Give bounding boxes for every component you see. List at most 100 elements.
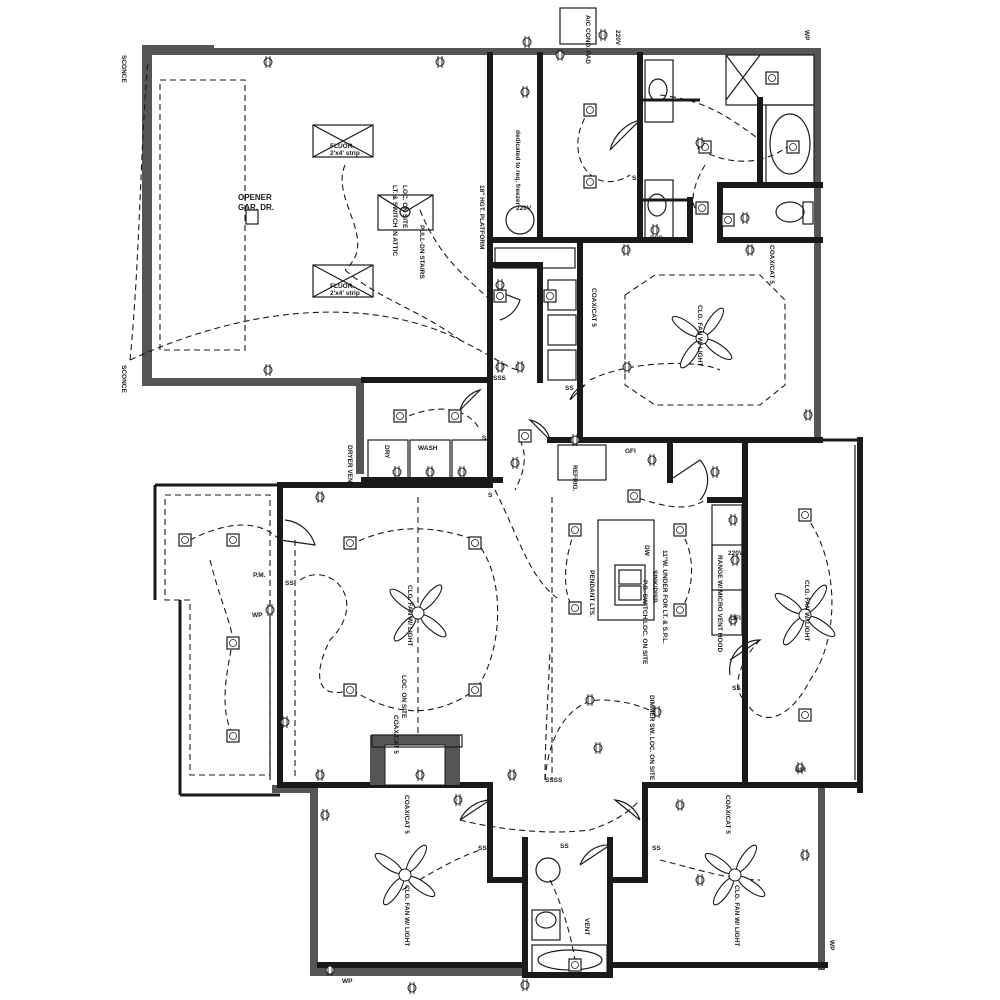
wp-label: WP bbox=[828, 940, 835, 951]
outlet-icon bbox=[515, 361, 525, 373]
ceiling-fan-icon bbox=[774, 584, 836, 646]
outlet-icon bbox=[728, 614, 738, 626]
outlet-icon bbox=[263, 56, 273, 68]
pb-switch-label: P.B. SWITCH LOC. ON SITE bbox=[641, 580, 648, 665]
coax-label: COAX/CAT 5 bbox=[403, 795, 410, 834]
outlet-icon bbox=[621, 244, 631, 256]
sconce-label: SCONCE bbox=[120, 365, 127, 393]
clg-fan-label: CLG. FAN W/ LIGHT bbox=[696, 305, 703, 366]
switch-icon: S bbox=[488, 492, 493, 499]
recessed-light-icon bbox=[673, 603, 687, 617]
outlet-icon bbox=[315, 491, 325, 503]
outlets bbox=[263, 29, 813, 994]
recessed-light-icon bbox=[226, 729, 240, 743]
pull-down-stairs-label: PULL-DN STAIRS bbox=[418, 225, 425, 279]
recessed-light-icon bbox=[786, 140, 800, 154]
door-swings bbox=[279, 118, 762, 866]
switch-icon: SS bbox=[478, 845, 487, 852]
range-label: RANGE W/ MICRO VENT HOOD bbox=[716, 555, 723, 652]
switch-icon: S bbox=[632, 175, 637, 182]
ceiling-fan-icon bbox=[671, 307, 733, 369]
fluor-size-label: 2'x4' strip bbox=[330, 290, 360, 297]
outlet-icon bbox=[795, 762, 805, 774]
clg-fan-label: CLG. FAN W/ LIGHT bbox=[733, 885, 740, 946]
outlet-icon bbox=[622, 361, 632, 373]
attic-loc-label: LOC. ON SITE bbox=[401, 185, 408, 229]
recessed-light-icon bbox=[226, 533, 240, 547]
ceiling-fan-icon bbox=[389, 584, 447, 642]
switch-icon: SSSS bbox=[545, 777, 563, 784]
coax-label: COAX/CAT 5 bbox=[768, 245, 775, 284]
recessed-light-icon bbox=[543, 289, 557, 303]
outlet-icon bbox=[407, 982, 417, 994]
wp-label: WP bbox=[252, 612, 263, 619]
fireplace-switch-label: LOC. ON SITE bbox=[400, 675, 407, 719]
vent-label: VENT bbox=[583, 918, 590, 935]
fluor-label: FLUOR. bbox=[330, 283, 354, 290]
wp-label: WP bbox=[803, 30, 810, 41]
outlet-icon bbox=[675, 799, 685, 811]
garage-opener-label: OPENER bbox=[238, 193, 272, 202]
outlet-icon bbox=[650, 224, 660, 236]
outlet-icon bbox=[730, 554, 740, 566]
ceiling-fans bbox=[374, 307, 836, 906]
switch-icon: SS bbox=[652, 845, 661, 852]
recessed-light-icon bbox=[448, 409, 462, 423]
pendant-label: PENDANT LTS. bbox=[588, 570, 595, 617]
outlet-icon bbox=[415, 769, 425, 781]
coax-label: COAX/CAT 5 bbox=[590, 288, 597, 327]
outlet-icon bbox=[520, 86, 530, 98]
outlet-icon bbox=[800, 849, 810, 861]
outlet-icon bbox=[453, 794, 463, 806]
recessed-light-icon bbox=[468, 683, 482, 697]
garage-door-label: GAR. DR. bbox=[238, 203, 274, 212]
outlet-icon bbox=[425, 466, 435, 478]
annotations: OPENER GAR. DR. FLUOR. 2'x4' strip FLUOR… bbox=[120, 15, 835, 985]
clg-fan-label: CLG. FAN W/ LIGHT bbox=[406, 585, 413, 646]
outlet-icon bbox=[315, 769, 325, 781]
switches: SSS SS SS S SSSS SSS SS SS SS SS SS S bbox=[285, 175, 741, 852]
recessed-light-icon bbox=[226, 636, 240, 650]
sconce-label: SCONCE bbox=[120, 55, 127, 83]
dimmer-label: DIMMER SW. LOC. ON SITE bbox=[648, 695, 655, 781]
recessed-light-icon bbox=[493, 289, 507, 303]
switch-icon: SS bbox=[732, 685, 741, 692]
refrigerator-label: REFRIG. bbox=[571, 465, 578, 492]
recessed-light-icon bbox=[673, 523, 687, 537]
outlet-icon bbox=[495, 361, 505, 373]
recessed-light-icon bbox=[583, 103, 597, 117]
range-220v-label: 220V bbox=[728, 550, 744, 557]
switch-icon: SSS bbox=[650, 235, 664, 242]
plumbing-fixtures bbox=[245, 7, 856, 974]
ceiling-fan-icon bbox=[374, 844, 436, 906]
outlet-icon bbox=[495, 279, 505, 291]
dryer-vent-label: DRYER VENT bbox=[346, 445, 353, 487]
outlet-icon bbox=[522, 36, 532, 48]
freezer-label: dedicated to req. freezer bbox=[514, 130, 521, 206]
outlet-icon bbox=[647, 454, 657, 466]
recessed-light-icon bbox=[393, 409, 407, 423]
outlet-icon bbox=[263, 364, 273, 376]
clg-fan-label: CLG. FAN W/ LIGHT bbox=[403, 885, 410, 946]
ac-pad-label: A/C COND. PAD bbox=[584, 15, 591, 64]
clg-fan-label: CLG. FAN W/ LIGHT bbox=[803, 580, 810, 641]
recessed-light-icon bbox=[627, 489, 641, 503]
fluor-label: FLUOR. bbox=[330, 143, 354, 150]
gfi-label: GFI bbox=[625, 448, 636, 455]
outlet-icon bbox=[280, 716, 290, 728]
dryer-label: DRY bbox=[383, 445, 390, 459]
ceiling-fan-icon bbox=[704, 844, 766, 906]
ac-220v-label: 220V bbox=[614, 30, 621, 46]
coax-label: COAX/CAT 5 bbox=[724, 795, 731, 834]
pm-label: P.M. bbox=[253, 572, 266, 579]
platform-label: 18" HGT. PLATFORM bbox=[478, 185, 485, 249]
outlet-icon bbox=[325, 964, 335, 976]
outlet-icon bbox=[507, 769, 517, 781]
outlet-icon bbox=[510, 457, 520, 469]
wp-label: WP bbox=[342, 978, 353, 985]
water-heater-220v-label: 220V bbox=[516, 205, 532, 212]
outlet-icon bbox=[745, 244, 755, 256]
outlet-icon bbox=[320, 809, 330, 821]
outlet-icon bbox=[740, 212, 750, 224]
